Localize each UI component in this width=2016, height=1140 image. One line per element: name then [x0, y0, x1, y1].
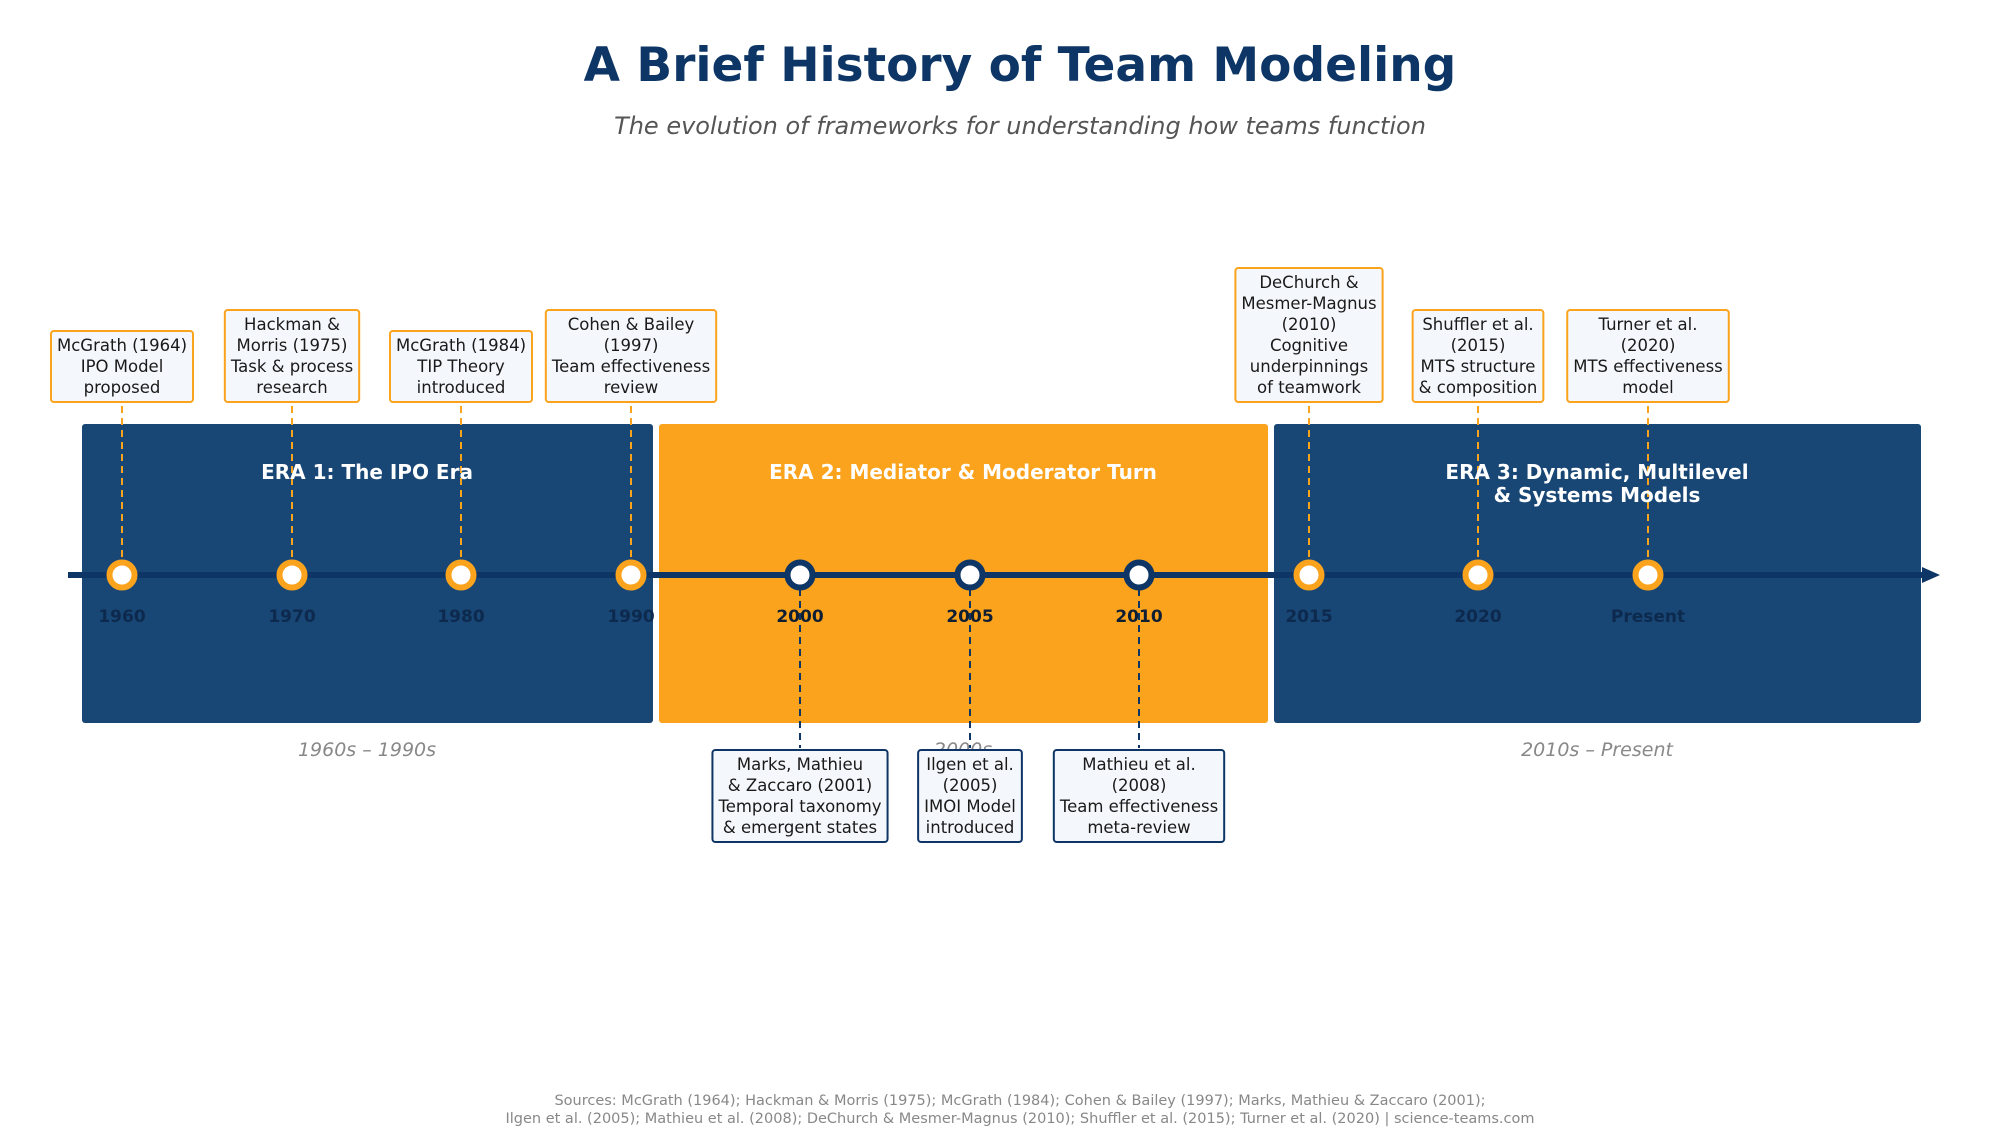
milestone-marker	[445, 559, 477, 591]
note-box	[388, 330, 534, 403]
milestone-marker	[1462, 559, 1494, 591]
milestone-marker	[1293, 559, 1325, 591]
tick-label: 2000	[776, 607, 823, 627]
tick-label: 1980	[437, 607, 484, 627]
note-box	[917, 749, 1023, 843]
page-subtitle: The evolution of frameworks for understa…	[614, 112, 1426, 140]
tick-label: 1970	[268, 607, 315, 627]
milestone-note: Marks, Mathieu& Zaccaro (2001)Temporal t…	[711, 749, 889, 843]
note-box	[1234, 267, 1384, 403]
milestone-marker	[615, 559, 647, 591]
milestone-marker	[1632, 559, 1664, 591]
tick-label: 2020	[1454, 607, 1501, 627]
note-text: Marks, Mathieu& Zaccaro (2001)Temporal t…	[717, 755, 881, 837]
milestone-marker	[954, 559, 986, 591]
era-3-period: 2010s – Present	[1521, 739, 1674, 761]
note-box	[1052, 749, 1226, 843]
era-1-period: 1960s – 1990s	[298, 739, 436, 761]
milestone-marker	[1123, 559, 1155, 591]
tick-label: 1960	[98, 607, 145, 627]
sources-footer: Sources: McGrath (1964); Hackman & Morri…	[0, 1092, 2016, 1128]
note-box	[49, 330, 195, 403]
era-2-label: ERA 2: Mediator & Moderator Turn	[769, 460, 1157, 484]
page-title: A Brief History of Team Modeling	[583, 38, 1457, 93]
tick-label: 2015	[1285, 607, 1332, 627]
note-text: Shuffler et al.(2015)MTS structure& comp…	[1419, 315, 1538, 397]
tick-label: 1990	[607, 607, 654, 627]
milestone-marker	[106, 559, 138, 591]
note-box	[223, 309, 361, 403]
era-1-label: ERA 1: The IPO Era	[261, 460, 473, 484]
note-box	[1411, 309, 1545, 403]
axis-arrow-icon	[1922, 567, 1940, 583]
milestone-note: Shuffler et al.(2015)MTS structure& comp…	[1411, 309, 1545, 403]
tick-label: 2010	[1115, 607, 1162, 627]
milestone-marker	[276, 559, 308, 591]
sources-line-1: Sources: McGrath (1964); Hackman & Morri…	[554, 1093, 1486, 1109]
tick-label: 2005	[946, 607, 993, 627]
sources-line-2: Ilgen et al. (2005); Mathieu et al. (200…	[505, 1111, 1535, 1127]
timeline-diagram: ERA 1: The IPO Era ERA 2: Mediator & Mode…	[49, 267, 1940, 843]
note-box	[544, 309, 718, 403]
note-box	[1566, 309, 1730, 403]
tick-label: Present	[1611, 607, 1685, 627]
era-3-label: ERA 3: Dynamic, Multilevel& Systems Mode…	[1445, 460, 1748, 507]
milestone-marker	[784, 559, 816, 591]
note-box	[711, 749, 889, 843]
